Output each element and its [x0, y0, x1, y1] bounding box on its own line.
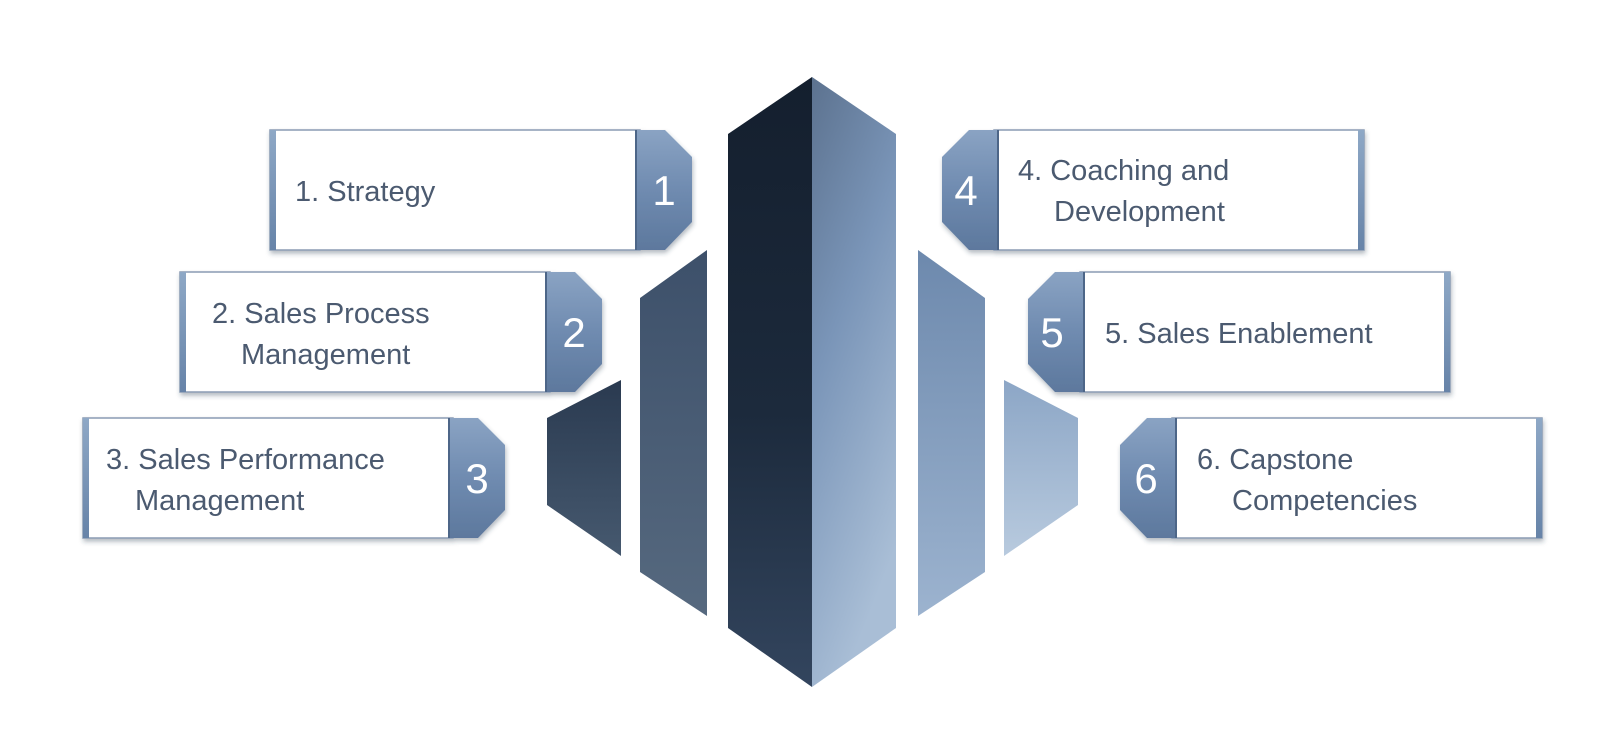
competency-box-6: 6 6. Capstone Competencies	[1120, 417, 1543, 539]
number-tab	[1120, 418, 1176, 538]
item-title-line1: 5. Sales Enablement	[1105, 318, 1373, 350]
competency-box-5: 5 5. Sales Enablement	[1028, 271, 1451, 393]
competency-box-1: 1 1. Strategy	[269, 129, 692, 251]
item-title-line1: 2. Sales Process	[212, 298, 430, 330]
item-title-line1: 4. Coaching and	[1018, 155, 1229, 187]
box-edge	[180, 272, 186, 392]
box-edge	[83, 418, 89, 538]
building-left-wing-inner	[640, 250, 707, 616]
number-label: 1	[652, 167, 675, 214]
box-body	[269, 129, 641, 251]
item-title-line2: Management	[241, 339, 410, 371]
box-edge	[1358, 130, 1364, 250]
item-title-line1: 6. Capstone	[1197, 444, 1353, 476]
box-edge	[270, 130, 276, 250]
building-center-dark-face	[728, 77, 812, 687]
building-center-light-face	[812, 77, 896, 687]
item-title-line1: 1. Strategy	[295, 176, 436, 208]
building-right-wing-inner	[918, 250, 985, 616]
number-tab	[636, 130, 692, 250]
box-body	[1171, 417, 1543, 539]
item-title-line2: Development	[1054, 196, 1225, 228]
box-edge	[1444, 272, 1450, 392]
box-body	[1079, 271, 1451, 393]
box-body	[82, 417, 454, 539]
number-label: 3	[465, 455, 488, 502]
number-tab	[942, 130, 998, 250]
box-body	[179, 271, 551, 393]
competency-box-3: 3 3. Sales Performance Management	[82, 417, 505, 539]
competency-box-2: 2 2. Sales Process Management	[179, 271, 602, 393]
number-label: 6	[1134, 455, 1157, 502]
number-label: 4	[954, 167, 977, 214]
box-edge	[1536, 418, 1542, 538]
competency-box-4: 4 4. Coaching and Development	[942, 129, 1365, 251]
item-title-line2: Competencies	[1232, 485, 1417, 517]
item-title-line1: 3. Sales Performance	[106, 444, 385, 476]
number-tab	[1028, 272, 1084, 392]
number-label: 2	[562, 309, 585, 356]
number-tab	[546, 272, 602, 392]
box-body	[993, 129, 1365, 251]
number-label: 5	[1040, 309, 1063, 356]
item-title-line2: Management	[135, 485, 304, 517]
central-building	[547, 77, 1078, 687]
building-right-wing-outer	[1004, 380, 1078, 556]
number-tab	[449, 418, 505, 538]
building-left-wing-outer	[547, 380, 621, 556]
